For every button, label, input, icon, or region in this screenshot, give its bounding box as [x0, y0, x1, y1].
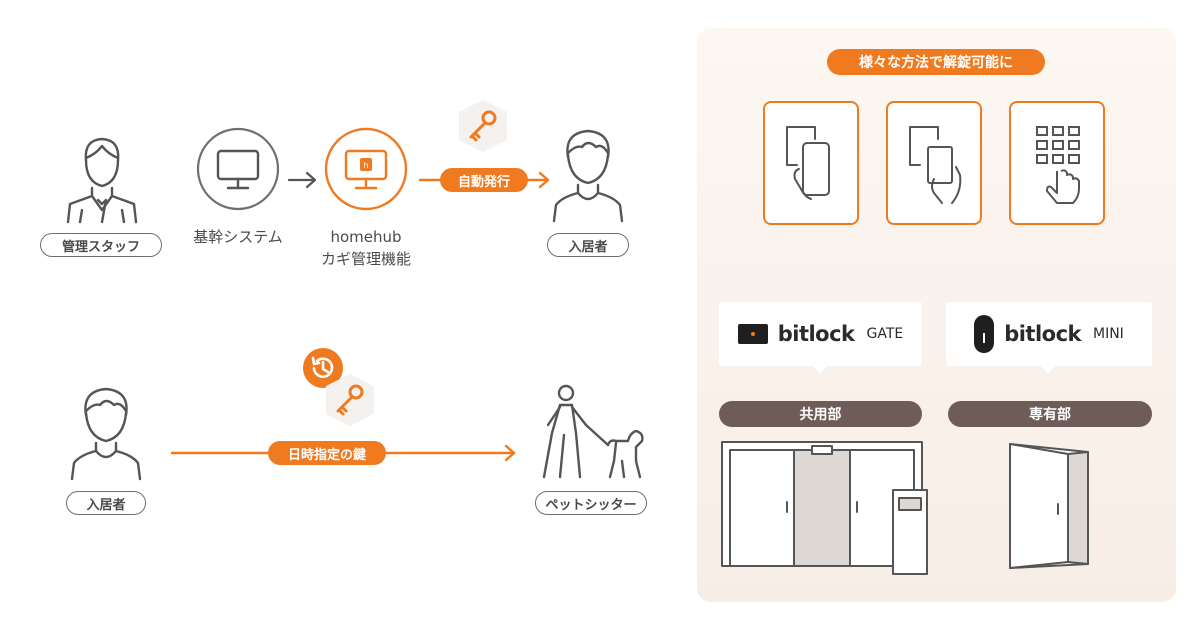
gate-model-name: GATE: [866, 326, 904, 342]
homehub-label: homehub カギ管理機能: [306, 226, 426, 270]
history-icon: [303, 348, 343, 388]
keypad-method-card: [1009, 101, 1105, 225]
system-label: 基幹システム: [193, 228, 283, 246]
gate-brand-name: bitlock: [777, 322, 855, 346]
card-method-card: [886, 101, 982, 225]
sliding-door-icon: [721, 441, 928, 575]
common-area-label: 共用部: [719, 401, 922, 427]
bitlock-gate-brand: bitlock GATE: [719, 302, 922, 366]
resident-label-2: 入居者: [66, 491, 146, 515]
smartphone-tap-icon: [786, 126, 830, 200]
apartment-door-icon: [1009, 443, 1089, 569]
homehub-label-line2: カギ管理機能: [320, 250, 411, 268]
keypad-icon: [1036, 126, 1080, 204]
monitor-icon: [196, 127, 280, 211]
homehub-monitor-icon: h: [324, 127, 408, 211]
timed-key-badge: 日時指定の鍵: [268, 441, 386, 465]
sitter-label: ペットシッター: [535, 491, 647, 515]
resident-person-icon: [552, 129, 624, 223]
gate-device-icon: [737, 324, 768, 344]
arrow-system-to-homehub: [287, 171, 317, 189]
mini-model-name: MINI: [1093, 326, 1124, 342]
svg-text:h: h: [363, 161, 368, 170]
private-area-label: 専有部: [948, 401, 1152, 427]
key-icon-2: [326, 374, 374, 426]
panel-header: 様々な方法で解錠可能に: [827, 49, 1045, 75]
pet-sitter-icon: [542, 384, 644, 479]
bitlock-mini-brand: bitlock MINI: [946, 302, 1152, 366]
homehub-label-line1: homehub: [330, 228, 402, 246]
mini-brand-name: bitlock: [1004, 322, 1081, 346]
resident-person-icon-2: [70, 387, 142, 481]
auto-issue-badge: 自動発行: [440, 168, 528, 192]
card-tap-icon: [909, 126, 962, 204]
mini-device-icon: [974, 315, 995, 353]
resident-label-1: 入居者: [547, 233, 629, 257]
smartphone-method-card: [763, 101, 859, 225]
staff-person-icon: [66, 137, 138, 224]
key-icon: [459, 100, 507, 152]
staff-label: 管理スタッフ: [40, 233, 162, 257]
